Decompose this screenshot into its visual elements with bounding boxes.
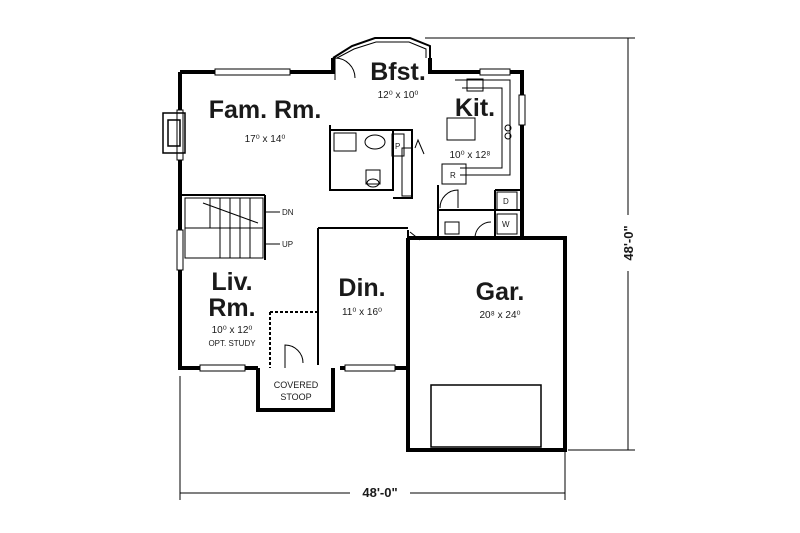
dryer-marker: D [503, 197, 509, 206]
covered-stoop [256, 368, 335, 412]
din-dim: 11⁰ x 16⁰ [342, 307, 382, 318]
fam-rm-dim: 17⁰ x 14⁰ [245, 134, 286, 145]
liv-rm-name-line1: Liv. [211, 268, 252, 296]
stoop-line1: COVERED [274, 380, 319, 390]
refrigerator-marker: R [450, 171, 456, 180]
liv-rm-dim: 10⁰ x 12⁰ [212, 325, 253, 336]
washer-marker: W [502, 220, 510, 229]
fireplace [162, 112, 186, 154]
bfst-name: Bfst. [370, 58, 426, 86]
din-name: Din. [338, 274, 385, 302]
stairs-up-marker: UP [282, 240, 293, 249]
overall-dimensions: 48'-0" 48'-0" [350, 215, 636, 500]
stairs [184, 197, 280, 259]
gar-name: Gar. [476, 278, 525, 306]
bfst-dim: 12⁰ x 10⁰ [378, 90, 419, 101]
laundry-fixtures [444, 191, 518, 235]
garage-door [430, 384, 542, 448]
overall-width: 48'-0" [362, 485, 397, 500]
kit-name: Kit. [455, 94, 495, 122]
door-swings [284, 57, 492, 368]
fam-rm-name: Fam. Rm. [209, 96, 322, 124]
bath-fixtures [333, 132, 413, 197]
pantry-marker: P [395, 142, 400, 151]
kitchen-counters [441, 78, 512, 185]
room-labels: Fam. Rm. 17⁰ x 14⁰ Bfst. 12⁰ x 10⁰ Kit. … [208, 58, 524, 402]
stoop-line2: STOOP [280, 392, 311, 402]
overall-depth: 48'-0" [621, 225, 636, 260]
stairs-dn-marker: DN [282, 208, 294, 217]
fixture-markers: DN UP P R D W [282, 142, 510, 249]
liv-rm-note: OPT. STUDY [208, 339, 256, 348]
liv-rm-name-line2: Rm. [208, 294, 255, 322]
kit-dim: 10⁰ x 12⁸ [449, 150, 490, 161]
bay-window [332, 37, 431, 59]
gar-dim: 20⁸ x 24⁰ [479, 310, 520, 321]
